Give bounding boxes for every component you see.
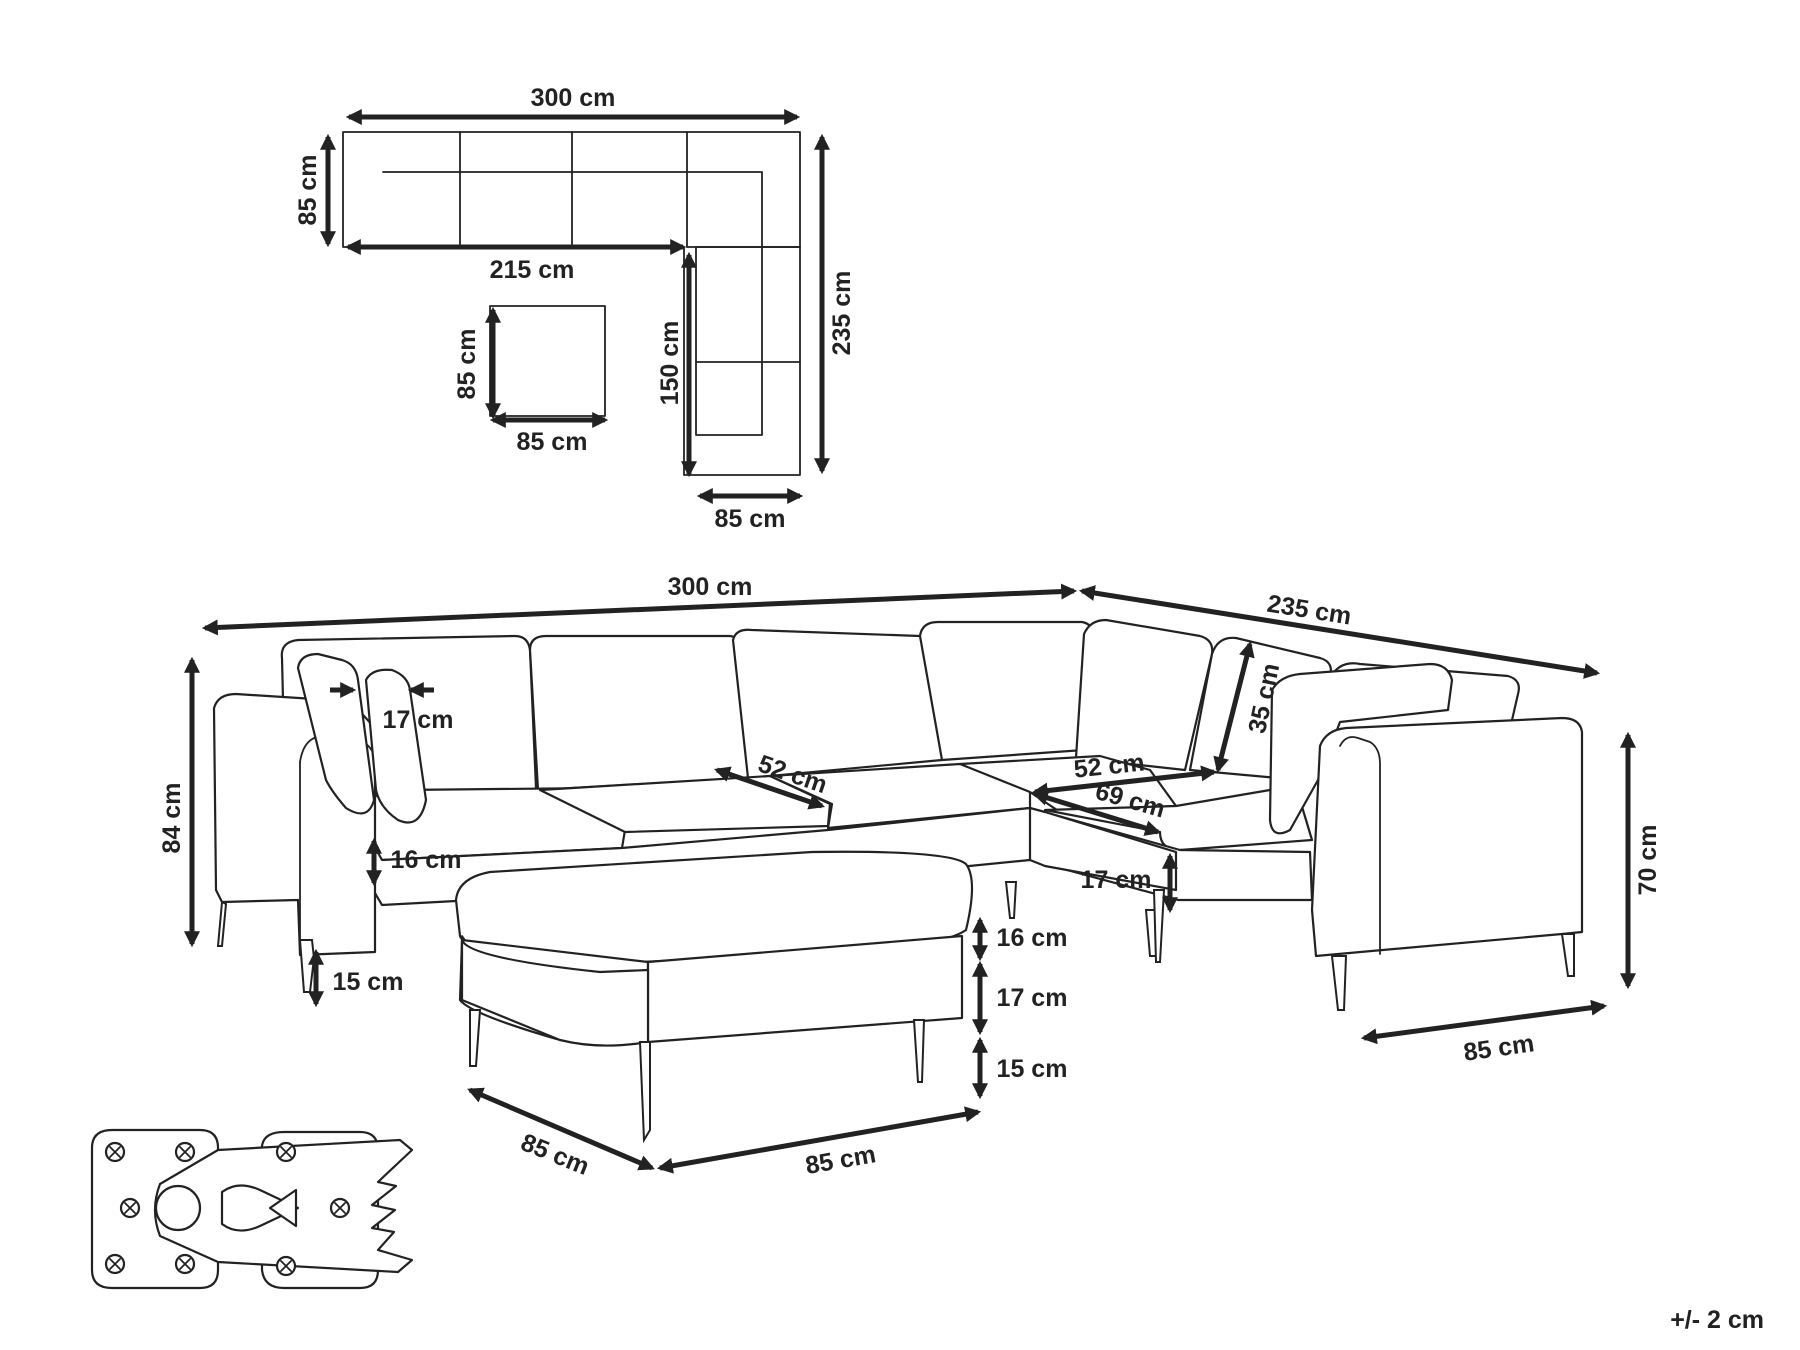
label-width-300: 300 cm [668, 573, 753, 601]
label-height-84: 84 cm [158, 783, 186, 854]
plan-view: 300 cm 85 cm 215 cm 235 cm 150 cm 85 cm … [294, 84, 856, 533]
ottoman-leg-3 [912, 1019, 926, 1083]
label-ott-16: 16 cm [997, 924, 1068, 952]
label-leg-15: 15 cm [333, 968, 404, 996]
leg-2 [298, 939, 316, 993]
back-cushion-5 [1074, 618, 1214, 772]
dim-line-235 [1078, 585, 1601, 679]
connector-bracket-icon [90, 1128, 414, 1290]
ottoman-leg-2 [638, 1041, 651, 1144]
dim-line-ott-85-b [656, 1106, 982, 1174]
right-armrest [1310, 716, 1584, 958]
label-length-215: 215 cm [490, 256, 575, 284]
label-clearance-17: 17 cm [1081, 866, 1152, 894]
label-ott-15: 15 cm [997, 1055, 1068, 1083]
screw-icon [104, 1141, 351, 1277]
ottoman-front-face [460, 938, 650, 1047]
arrow-icon [268, 1188, 298, 1228]
left-pillow-front [364, 668, 428, 824]
dim-line-52-b [1031, 765, 1218, 799]
bracket-hole [154, 1184, 202, 1232]
label-arm-85-plan: 85 cm [715, 505, 786, 533]
label-length-150: 150 cm [656, 321, 684, 406]
plan-ottoman [489, 305, 606, 417]
plan-sofa-outline [342, 131, 801, 476]
back-cushion-4 [918, 620, 1095, 762]
dim-line-52-a [713, 766, 826, 810]
label-ottoman-h-plan: 85 cm [453, 329, 481, 400]
ottoman-leg-1 [469, 1009, 482, 1067]
label-depth-235-plan: 235 cm [828, 271, 856, 356]
tolerance-note: +/- 2 cm [1670, 1306, 1764, 1334]
back-cushion-2 [528, 634, 750, 792]
dim-line-35 [1213, 640, 1255, 774]
leg-5 [1330, 955, 1348, 1011]
label-height-70: 70 cm [1634, 825, 1662, 896]
perspective-ottoman [454, 850, 974, 1144]
label-ott-17: 17 cm [997, 984, 1068, 1012]
label-depth-85-right: 85 cm [1462, 1029, 1536, 1067]
right-armrest-inner [1339, 736, 1381, 955]
label-pillow-17: 17 cm [383, 706, 454, 734]
leg-1 [216, 900, 228, 947]
label-width-300-plan: 300 cm [531, 84, 616, 112]
leg-3 [1004, 881, 1018, 919]
label-seat-16: 16 cm [391, 846, 462, 874]
bracket-tongue [220, 1184, 300, 1232]
leg-6 [1560, 933, 1575, 977]
label-ottoman-w-plan: 85 cm [517, 428, 588, 456]
label-depth-85-plan: 85 cm [294, 155, 322, 226]
dim-line-300 [201, 583, 1078, 636]
dim-line-85-right [1360, 999, 1608, 1045]
label-ott-85-b: 85 cm [803, 1140, 878, 1180]
leg-7 [1152, 889, 1166, 963]
dim-line-ott-85-a [467, 1087, 655, 1171]
dim-line-69 [1031, 790, 1162, 836]
